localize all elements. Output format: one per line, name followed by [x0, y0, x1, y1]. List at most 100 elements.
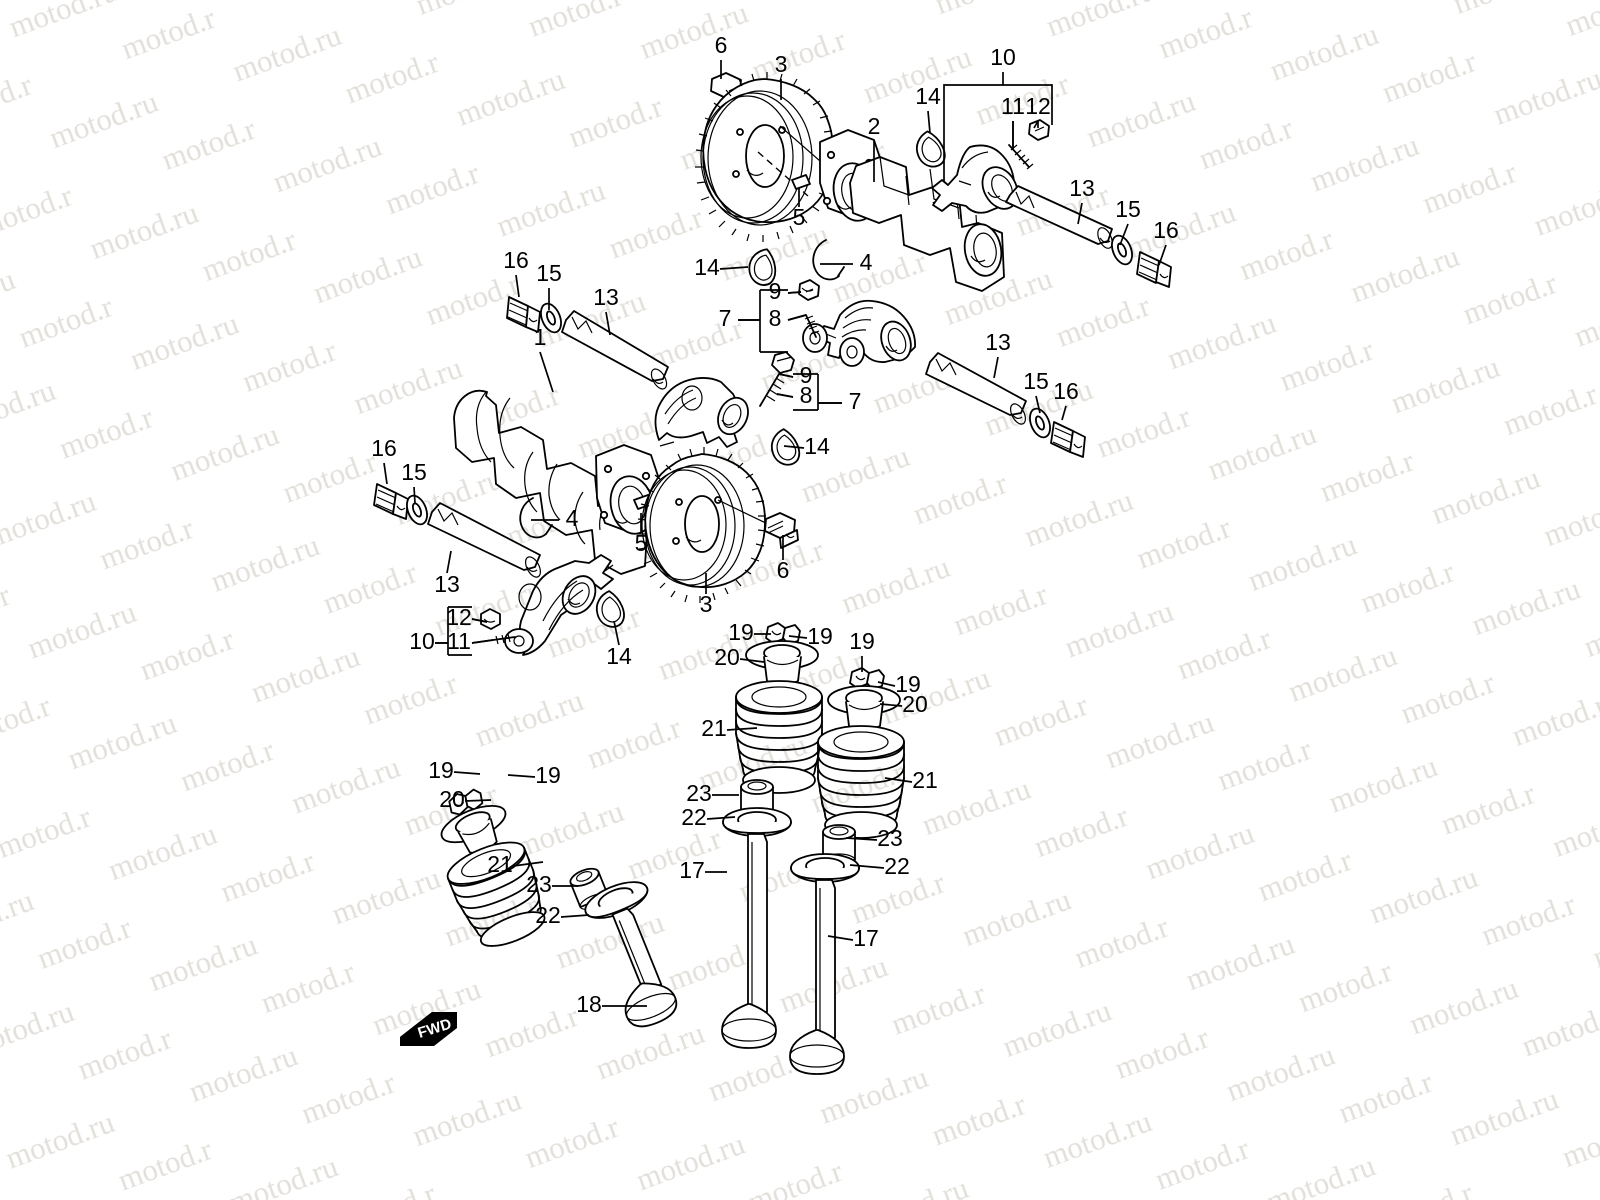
- callout-number-19: 19: [807, 623, 833, 649]
- callout-number-15: 15: [536, 260, 562, 286]
- part-17-valve-b: [789, 879, 845, 1075]
- callout-leader-13: [605, 311, 611, 336]
- callout-leader-22: [560, 914, 590, 918]
- callout-leader-16: [515, 274, 520, 298]
- callout-number-23: 23: [526, 871, 552, 897]
- callout-number-18: 18: [576, 991, 602, 1017]
- callout-number-23: 23: [686, 780, 712, 806]
- valve-assembly-left: [440, 788, 678, 1028]
- callout-number-16: 16: [1153, 217, 1179, 243]
- callout-number-13: 13: [985, 329, 1011, 355]
- callout-number-14: 14: [915, 83, 941, 109]
- callout-leader-19: [453, 771, 481, 775]
- part-19-cotter-a: [765, 622, 801, 645]
- part-3-cam-sprocket-top: [695, 72, 835, 242]
- callout-number-4: 4: [566, 505, 579, 531]
- part-21-spring-c: [446, 841, 546, 947]
- callout-number-20: 20: [714, 644, 740, 670]
- callout-leader-1: [539, 351, 554, 393]
- callout-number-19: 19: [728, 619, 754, 645]
- part-6-sprocket-bolt-bottom: [764, 512, 799, 549]
- leader-sprocket-to-bolt-bottom: [717, 499, 773, 527]
- callout-leader-19: [877, 681, 896, 687]
- callout-number-13: 13: [1069, 175, 1095, 201]
- callout-leader-21: [512, 861, 544, 867]
- callout-number-3: 3: [775, 51, 788, 77]
- callout-leader-16: [1061, 405, 1067, 421]
- callout-leader-19: [507, 774, 536, 778]
- part-13-rocker-shaft-b: [561, 310, 669, 390]
- callout-number-13: 13: [593, 284, 619, 310]
- valve-assembly-right: [789, 667, 905, 1075]
- callout-number-16: 16: [503, 247, 529, 273]
- callout-number-17: 17: [679, 857, 705, 883]
- callout-leader-23: [845, 837, 878, 841]
- callout-leader-20: [739, 658, 765, 663]
- callout-number-13: 13: [434, 571, 460, 597]
- callout-leader-15: [1119, 223, 1129, 246]
- part-2-camshaft-exhaust: [819, 129, 1005, 292]
- callout-number-1: 1: [534, 324, 547, 350]
- callout-leader-12: [1033, 120, 1039, 129]
- callout-number-20: 20: [439, 786, 465, 812]
- part-18-valve-exhaust: [611, 907, 678, 1028]
- callout-leader-13: [1077, 202, 1083, 225]
- part-16-shaft-bolt-a: [1136, 251, 1172, 288]
- callout-leader-16: [1158, 244, 1167, 266]
- callout-leader-16: [383, 462, 388, 485]
- part-21-spring-a: [735, 680, 823, 794]
- callout-number-11: 11: [447, 628, 471, 654]
- callout-number-21: 21: [701, 715, 727, 741]
- callout-leader-19: [788, 635, 808, 639]
- callout-number-2: 2: [868, 113, 881, 139]
- callout-leader-9: [787, 291, 802, 294]
- callout-layer: 1233445566778899101011111212131313131414…: [371, 32, 1179, 1017]
- callout-number-22: 22: [884, 853, 910, 879]
- callout-number-7: 7: [849, 388, 862, 414]
- callout-leader-14: [783, 445, 805, 449]
- callout-number-20: 20: [902, 691, 928, 717]
- callout-number-9: 9: [800, 362, 813, 388]
- callout-number-14: 14: [694, 254, 720, 280]
- callout-leader-9: [778, 373, 794, 378]
- callout-number-7: 7: [719, 305, 732, 331]
- callout-number-6: 6: [715, 32, 728, 58]
- callout-number-15: 15: [401, 459, 427, 485]
- callout-number-10: 10: [409, 628, 435, 654]
- part-23-stem-seal-b: [822, 824, 856, 867]
- fwd-marker: FWD: [400, 1012, 457, 1046]
- callout-number-21: 21: [912, 767, 938, 793]
- callout-leader-15: [413, 486, 416, 504]
- callout-number-19: 19: [849, 628, 875, 654]
- callout-leader-8: [776, 393, 794, 398]
- callout-leader-13: [446, 550, 452, 574]
- part-rocker-arm-mid-upper: [798, 279, 916, 367]
- callout-number-4: 4: [860, 249, 873, 275]
- part-22-spring-seat-c: [584, 881, 649, 919]
- part-4-retainer-clip-top: [812, 239, 845, 281]
- part-20-retainer-b: [827, 685, 901, 731]
- part-16-shaft-bolt-d: [373, 483, 409, 520]
- callout-number-15: 15: [1023, 368, 1049, 394]
- part-3-cam-sprocket-bottom: [637, 447, 767, 603]
- part-17-valve-a: [721, 833, 777, 1049]
- callout-number-23: 23: [877, 825, 903, 851]
- part-14-oring-a: [912, 127, 948, 171]
- callout-number-19: 19: [428, 757, 454, 783]
- callout-number-16: 16: [1053, 378, 1079, 404]
- callout-number-10: 10: [990, 44, 1016, 70]
- part-22-spring-seat-a: [722, 807, 792, 837]
- callout-leader-22: [706, 816, 736, 820]
- callout-number-8: 8: [800, 382, 813, 408]
- part-13-rocker-shaft-a: [1005, 185, 1113, 249]
- callout-number-22: 22: [681, 804, 707, 830]
- callout-number-5: 5: [793, 204, 806, 230]
- part-4-retainer-clip-mid: [519, 497, 553, 539]
- callout-leader-14: [613, 620, 620, 646]
- part-1-camshaft-intake: [453, 389, 660, 575]
- callout-leader-12: [471, 618, 488, 623]
- callout-number-12: 12: [446, 604, 472, 630]
- callout-leader-14: [927, 110, 931, 134]
